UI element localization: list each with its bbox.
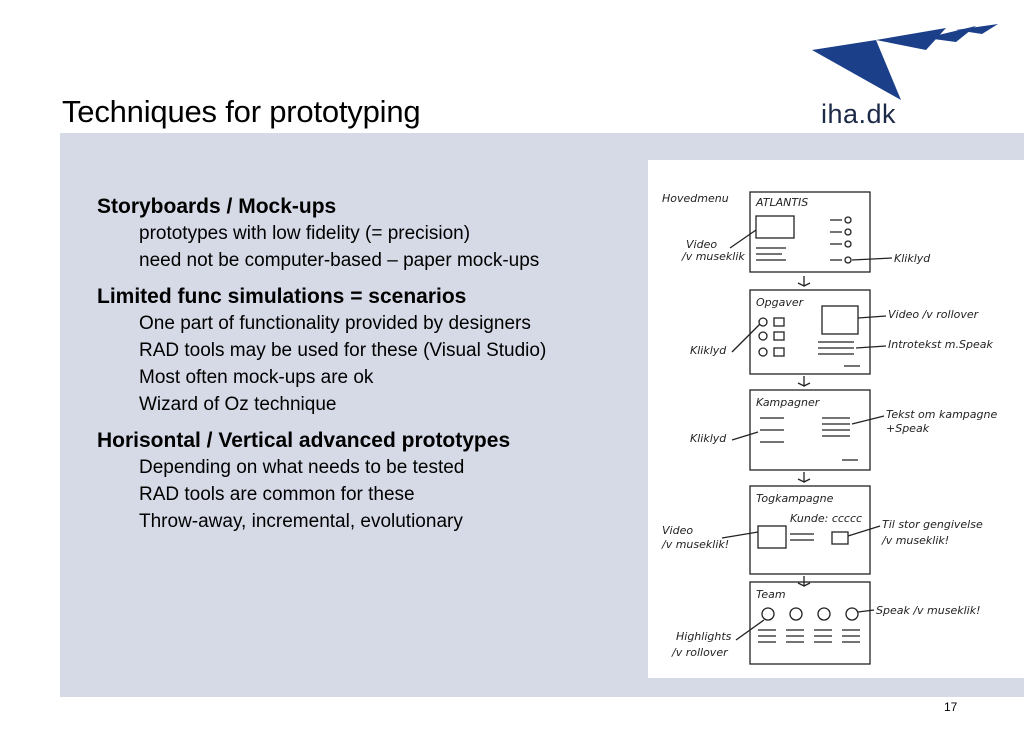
sketch-frame-title: ATLANTIS xyxy=(755,196,808,209)
sketch-label: Kliklyd xyxy=(894,252,931,265)
flow-arrow xyxy=(797,376,811,388)
section-heading: Storyboards / Mock-ups xyxy=(97,195,337,218)
sketch-label: Tekst om kampagne xyxy=(886,408,997,421)
flow-arrow xyxy=(797,472,811,484)
storyboard-frame-4: Togkampagne Kunde: ccccc Video /v musekl… xyxy=(661,485,983,575)
list-item: Most often mock-ups are ok xyxy=(139,367,374,388)
section-advanced-prototypes: Horisontal / Vertical advanced prototype… xyxy=(97,428,642,535)
sketch-label: Kliklyd xyxy=(690,432,727,445)
storyboard-frame-5: Team Speak /v museklik! Highlights /v ro… xyxy=(671,581,981,665)
logo-text: iha.dk xyxy=(821,99,897,129)
list-item: Wizard of Oz technique xyxy=(139,394,337,415)
sketch-label: +Speak xyxy=(886,422,930,435)
list-item: need not be computer-based – paper mock-… xyxy=(139,250,540,271)
sketch-label: /v rollover xyxy=(671,646,729,659)
list-item: One part of functionality provided by de… xyxy=(139,313,531,334)
slide-title: Techniques for prototyping xyxy=(62,94,421,129)
storyboard-frame-1: Hovedmenu ATLANTIS Video /v museklik Kli… xyxy=(662,191,931,273)
section-storyboards: Storyboards / Mock-ups prototypes with l… xyxy=(97,194,642,274)
list-item: RAD tools may be used for these (Visual … xyxy=(139,340,547,361)
sketch-label: Video xyxy=(662,524,693,537)
sketch-label: Kliklyd xyxy=(690,344,727,357)
sketch-label: Hovedmenu xyxy=(662,192,729,205)
section-simulations: Limited func simulations = scenarios One… xyxy=(97,284,642,418)
sketch-label: Highlights xyxy=(676,630,732,643)
sketch-label: Introtekst m.Speak xyxy=(888,338,993,351)
sketch-frame-title: Togkampagne xyxy=(756,492,834,505)
page-number: 17 xyxy=(944,700,958,714)
bullet-list: Storyboards / Mock-ups prototypes with l… xyxy=(97,194,642,545)
sketch-label: Til stor gengivelse xyxy=(882,518,983,531)
sketch-frame-title: Kampagner xyxy=(756,396,821,409)
sketch-label: Speak /v museklik! xyxy=(876,604,981,617)
section-heading: Horisontal / Vertical advanced prototype… xyxy=(97,429,511,452)
sketch-frame-title: Opgaver xyxy=(756,296,805,309)
sketch-label: Video /v rollover xyxy=(888,308,980,321)
iha-logo-icon xyxy=(812,24,998,100)
flow-arrow xyxy=(797,276,811,288)
storyboard-frame-2: Opgaver Video /v rollover Kliklyd Introt… xyxy=(690,289,993,375)
sketch-label: /v museklik xyxy=(681,250,745,263)
list-item: Throw-away, incremental, evolutionary xyxy=(139,511,463,532)
sketch-label: /v museklik! xyxy=(661,538,729,551)
list-item: Depending on what needs to be tested xyxy=(139,457,465,478)
list-item: RAD tools are common for these xyxy=(139,484,415,505)
flow-arrow xyxy=(797,576,811,588)
sketch-label: Kunde: ccccc xyxy=(790,512,862,525)
list-item: prototypes with low fidelity (= precisio… xyxy=(139,223,471,244)
storyboard-frame-3: Kampagner Tekst om kampagne +Speak Klikl… xyxy=(690,389,997,471)
sketch-frame-title: Team xyxy=(756,588,786,601)
sketch-label: Video xyxy=(686,238,717,251)
section-heading: Limited func simulations = scenarios xyxy=(97,285,467,308)
sketch-label: /v museklik! xyxy=(881,534,949,547)
storyboard-sketch: Hovedmenu ATLANTIS Video /v museklik Kli… xyxy=(648,160,1024,678)
